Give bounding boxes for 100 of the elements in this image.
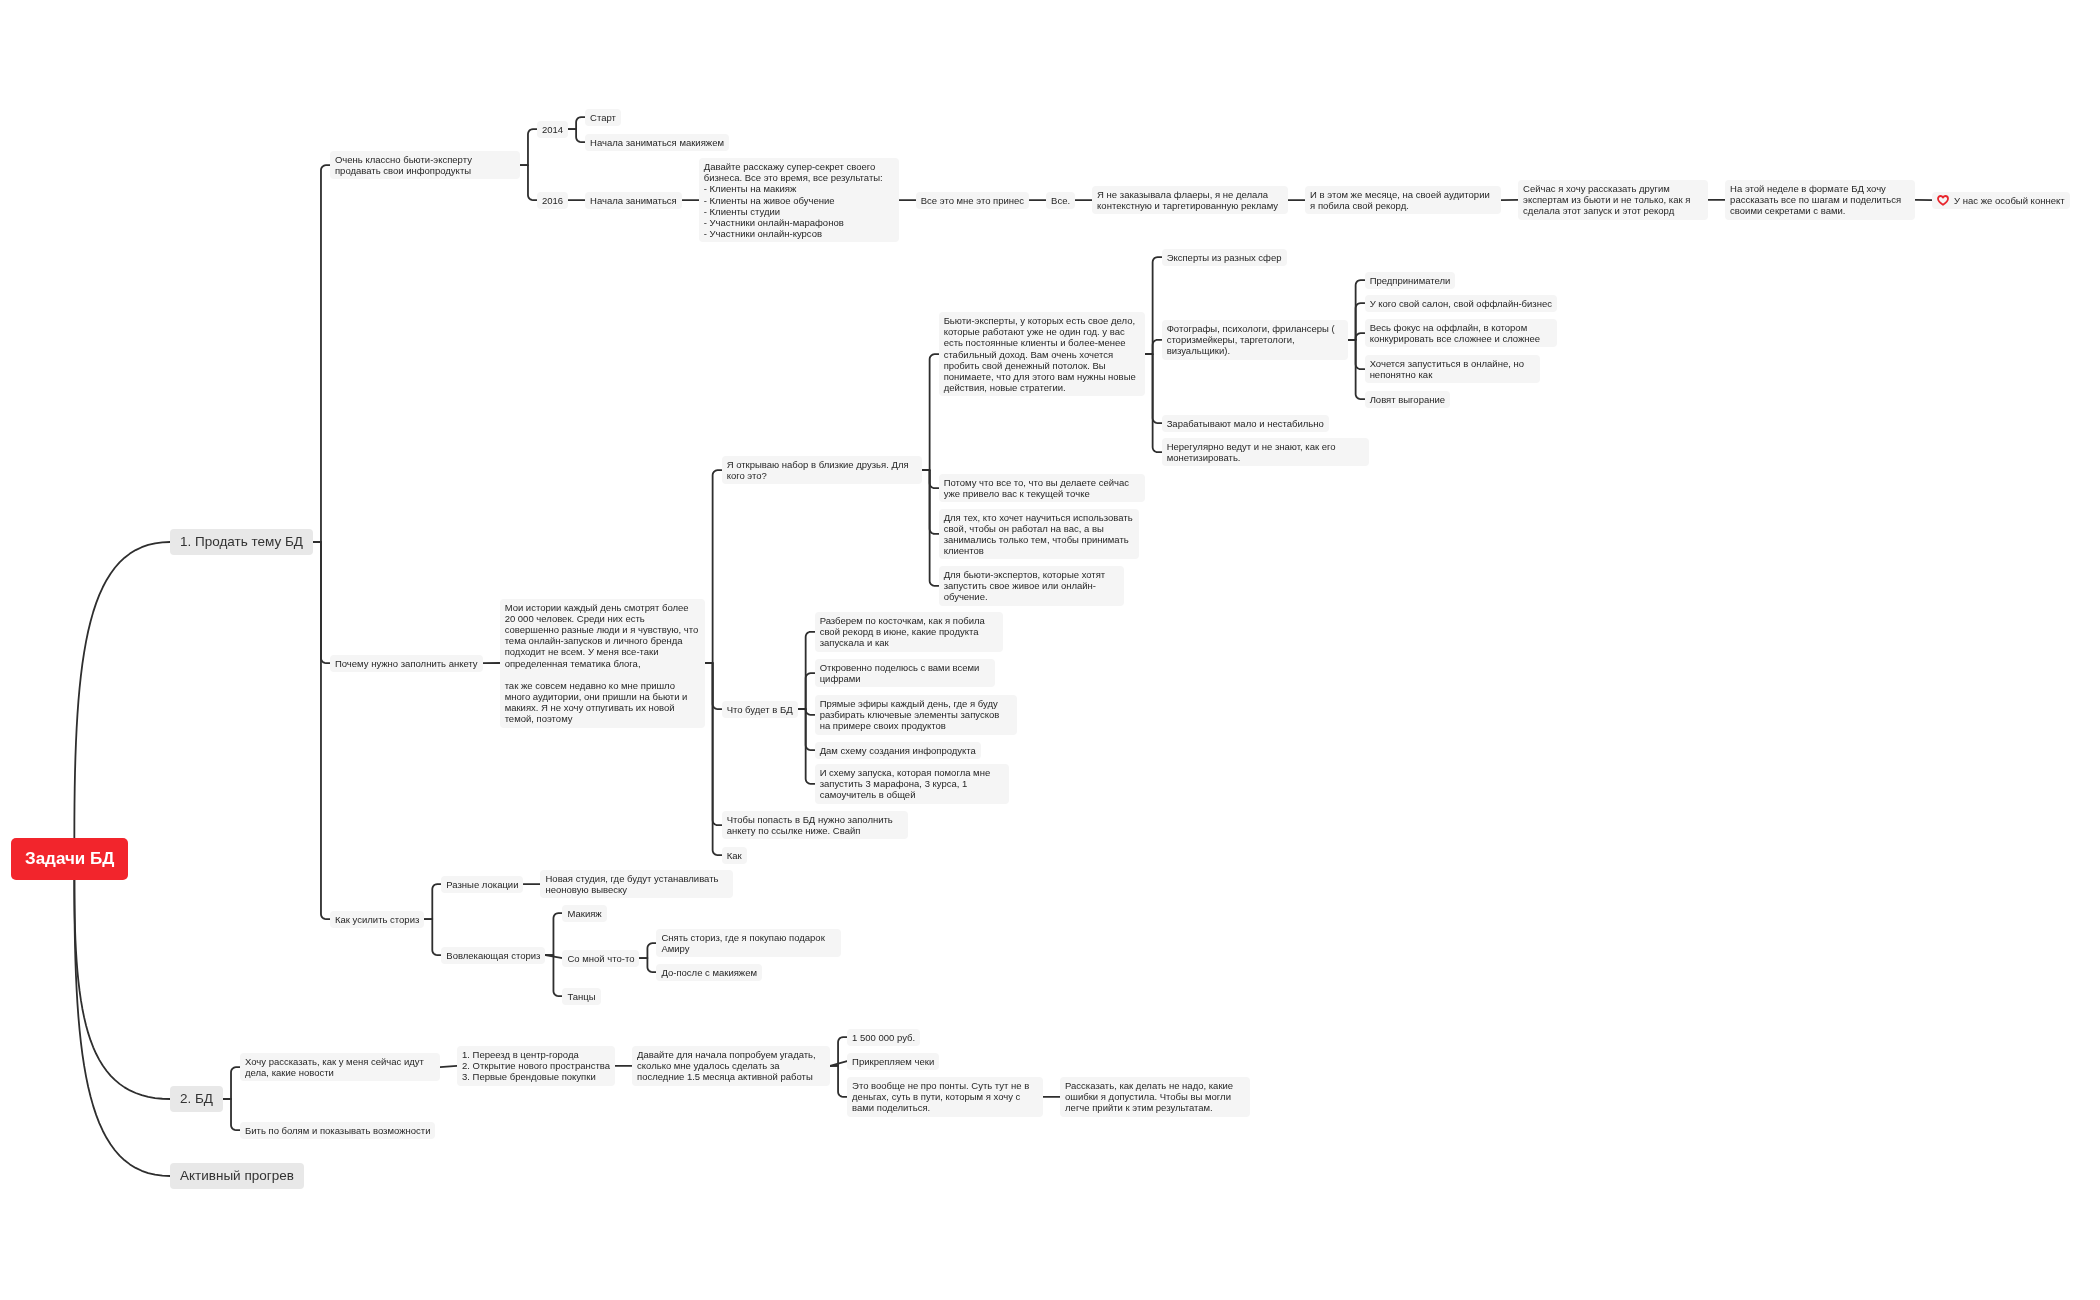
subtopic-box bbox=[585, 191, 682, 209]
subtopic-text: так же совсем недавно ко мне пришло много аудитории, они пришли на бьюти и макиях. Я не хочу отпугивать их новой темой, поэтому bbox=[504, 679, 689, 725]
connector-line bbox=[544, 954, 564, 997]
subtopic-box bbox=[329, 654, 483, 672]
subtopic-text: Зарабатывают мало и нестабильно bbox=[1166, 417, 1324, 429]
subtopic-box bbox=[656, 929, 842, 958]
subtopic-box bbox=[329, 151, 520, 180]
subtopic-box bbox=[814, 764, 1009, 804]
subtopic-text: До-после с макияжем bbox=[661, 966, 758, 978]
subtopic-box bbox=[540, 870, 734, 899]
subtopic-box bbox=[536, 191, 569, 209]
connector-line bbox=[1287, 199, 1306, 202]
subtopic-text: Очень классно бьюти-эксперту продавать свои инфопродукты bbox=[334, 154, 473, 177]
connector-line bbox=[1914, 198, 1933, 201]
connector-line bbox=[1028, 199, 1047, 201]
subtopic-box bbox=[1161, 438, 1369, 467]
subtopic-box bbox=[329, 910, 425, 928]
subtopic-box bbox=[632, 1046, 831, 1086]
subtopic-text: Потому что все то, что вы делаете сейчас уже привело вас к текущей точке bbox=[943, 477, 1131, 500]
subtopic-box bbox=[562, 987, 601, 1005]
connector-line bbox=[222, 1098, 241, 1131]
central-topic-box bbox=[11, 838, 129, 880]
subtopic-text: Эксперты из разных сфер bbox=[1166, 251, 1282, 263]
subtopic-text: Рассказать, как делать не надо, какие ошибки я допустила. Чтобы вы могли легче прийти к этим результатам. bbox=[1065, 1080, 1235, 1114]
subtopic-text: - Участники онлайн-марафонов bbox=[703, 217, 845, 229]
subtopic-text: Макияж bbox=[567, 907, 602, 919]
subtopic-text: Давайте для начала попробуем угадать, сколько мне удалось сделать за последние 1.5 месяца активной работы bbox=[637, 1049, 817, 1083]
subtopic-box bbox=[1161, 320, 1348, 360]
connector-line bbox=[614, 1064, 633, 1067]
subtopic-box bbox=[721, 456, 922, 485]
subtopic-text: Старт bbox=[590, 111, 616, 123]
subtopic-text: 2016 bbox=[541, 194, 564, 206]
subtopic-text: У кого свой салон, свой оффлайн-бизнес bbox=[1369, 297, 1552, 309]
subtopic-box bbox=[656, 963, 763, 981]
subtopic-text: Для тех, кто хочет научиться использовать свой, чтобы он работал на вас, а вы занимались только тем, чтобы принимать клиентов bbox=[943, 511, 1134, 557]
subtopic-text: Откровенно поделюсь с вами всеми цифрами bbox=[819, 662, 981, 685]
subtopic-box bbox=[847, 1052, 940, 1070]
subtopic-box bbox=[457, 1046, 616, 1086]
subtopic-text: И в этом же месяце, на своей аудитории я побила свой рекорд. bbox=[1310, 189, 1491, 212]
subtopic-box bbox=[585, 133, 729, 151]
subtopic-text: Начала заниматься bbox=[590, 194, 677, 206]
subtopic-box bbox=[562, 904, 607, 922]
connector-line bbox=[1074, 199, 1093, 202]
subtopic-text: Весь фокус на оффлайн, в котором конкурировать все сложнее и сложнее bbox=[1369, 322, 1542, 345]
subtopic-box bbox=[1161, 414, 1329, 432]
connector-line bbox=[522, 883, 542, 886]
subtopic-box bbox=[1932, 191, 2070, 209]
subtopic-text: Ловят выгорание bbox=[1369, 393, 1446, 405]
subtopic-box bbox=[536, 120, 569, 138]
main-topic-text: 2. БД bbox=[180, 1091, 213, 1107]
subtopic-text: Все это мне это принес bbox=[920, 194, 1025, 206]
subtopic-box bbox=[814, 741, 981, 759]
subtopic-box bbox=[814, 612, 1003, 652]
subtopic-text: Бьюти-эксперты, у которых есть свое дело, которые работают уже не один год. у вас есть постоянные клиенты и более-менее стабильный доход. Вам очень хочется пробить свой денежный потолок. Вы понимаете, что для этого вам нужны новые действия, новые стратегии. bbox=[943, 315, 1137, 394]
subtopic-text: Как bbox=[726, 849, 742, 861]
connector-line bbox=[829, 1064, 848, 1098]
subtopic-text: Как усилить сториз bbox=[334, 913, 420, 925]
subtopic-text: Прямые эфиры каждый день, где я буду разбирать ключевые элементы запусков на примере своих продуктов bbox=[819, 698, 1001, 732]
subtopic-text: Вовлекающая сториз bbox=[446, 949, 541, 961]
subtopic-box bbox=[814, 695, 1017, 735]
subtopic-text: 1. Переезд в центр-города bbox=[462, 1049, 580, 1061]
subtopic-text: Фотографы, психологи, фрилансеры ( сторизмейкеры, таргетологи, визуальщики). bbox=[1166, 323, 1336, 357]
subtopic-box bbox=[585, 108, 621, 126]
main-topic-text: 1. Продать тему БД bbox=[180, 534, 303, 550]
subtopic-text: 2. Открытие нового пространства bbox=[462, 1060, 611, 1072]
subtopic-text: Хочу рассказать, как у меня сейчас идут дела, какие новости bbox=[245, 1056, 425, 1079]
main-topic-box bbox=[170, 529, 313, 555]
subtopic-text: Разберем по косточкам, как я побила свой рекорд в июне, какие продукта запускала и как bbox=[819, 615, 986, 649]
subtopic-text: Чтобы попасть в БД нужно заполнить анкету по ссылке ниже. Свайп bbox=[726, 814, 894, 837]
connector-line bbox=[519, 164, 538, 201]
subtopic-box bbox=[441, 946, 546, 964]
subtopic-text: Почему нужно заполнить анкету bbox=[334, 657, 478, 669]
subtopic-box bbox=[1725, 180, 1916, 220]
subtopic-box bbox=[240, 1121, 436, 1139]
subtopic-text: - Участники онлайн-курсов bbox=[703, 228, 824, 240]
subtopic-text: Что будет в БД bbox=[726, 703, 793, 715]
subtopic-box bbox=[1364, 390, 1451, 408]
connector-line bbox=[567, 128, 586, 143]
subtopic-box bbox=[847, 1077, 1044, 1117]
subtopic-box bbox=[814, 659, 995, 688]
subtopic-text: Я открываю набор в близкие друзья. Для кого это? bbox=[726, 459, 910, 482]
subtopic-box bbox=[1161, 248, 1287, 266]
subtopic-text: Предприниматели bbox=[1369, 274, 1451, 286]
subtopic-text: Сейчас я хочу рассказать другим экспертам из бьюти и не только, как я сделала этот запуск и этот рекорд bbox=[1523, 183, 1692, 217]
subtopic-box bbox=[499, 598, 705, 728]
subtopic-text: Начала заниматься макияжем bbox=[590, 136, 724, 148]
subtopic-box bbox=[562, 949, 640, 967]
subtopic-text: Нерегулярно ведут и не знают, как его монетизировать. bbox=[1166, 441, 1337, 464]
connector-line bbox=[1042, 1095, 1061, 1098]
connector-line bbox=[73, 879, 171, 1177]
subtopic-text: И схему запуска, которая помогла мне запустить 3 марафона, 3 курса, 1 самоучитель в общей bbox=[819, 767, 992, 801]
subtopic-box bbox=[1305, 186, 1502, 215]
subtopic-box bbox=[915, 191, 1030, 209]
subtopic-text: Давайте расскажу супер-секрет своего бизнеса. Все это время, все результаты: bbox=[703, 161, 884, 184]
subtopic-box bbox=[721, 700, 798, 718]
subtopic-text: Для бьюти-экспертов, которые хотят запустить свое живое или онлайн-обучение. bbox=[943, 569, 1107, 603]
subtopic-box bbox=[938, 474, 1145, 503]
main-topic-box bbox=[170, 1163, 304, 1189]
subtopic-box bbox=[721, 846, 747, 864]
subtopic-text: Прикрепляем чеки bbox=[852, 1055, 935, 1067]
